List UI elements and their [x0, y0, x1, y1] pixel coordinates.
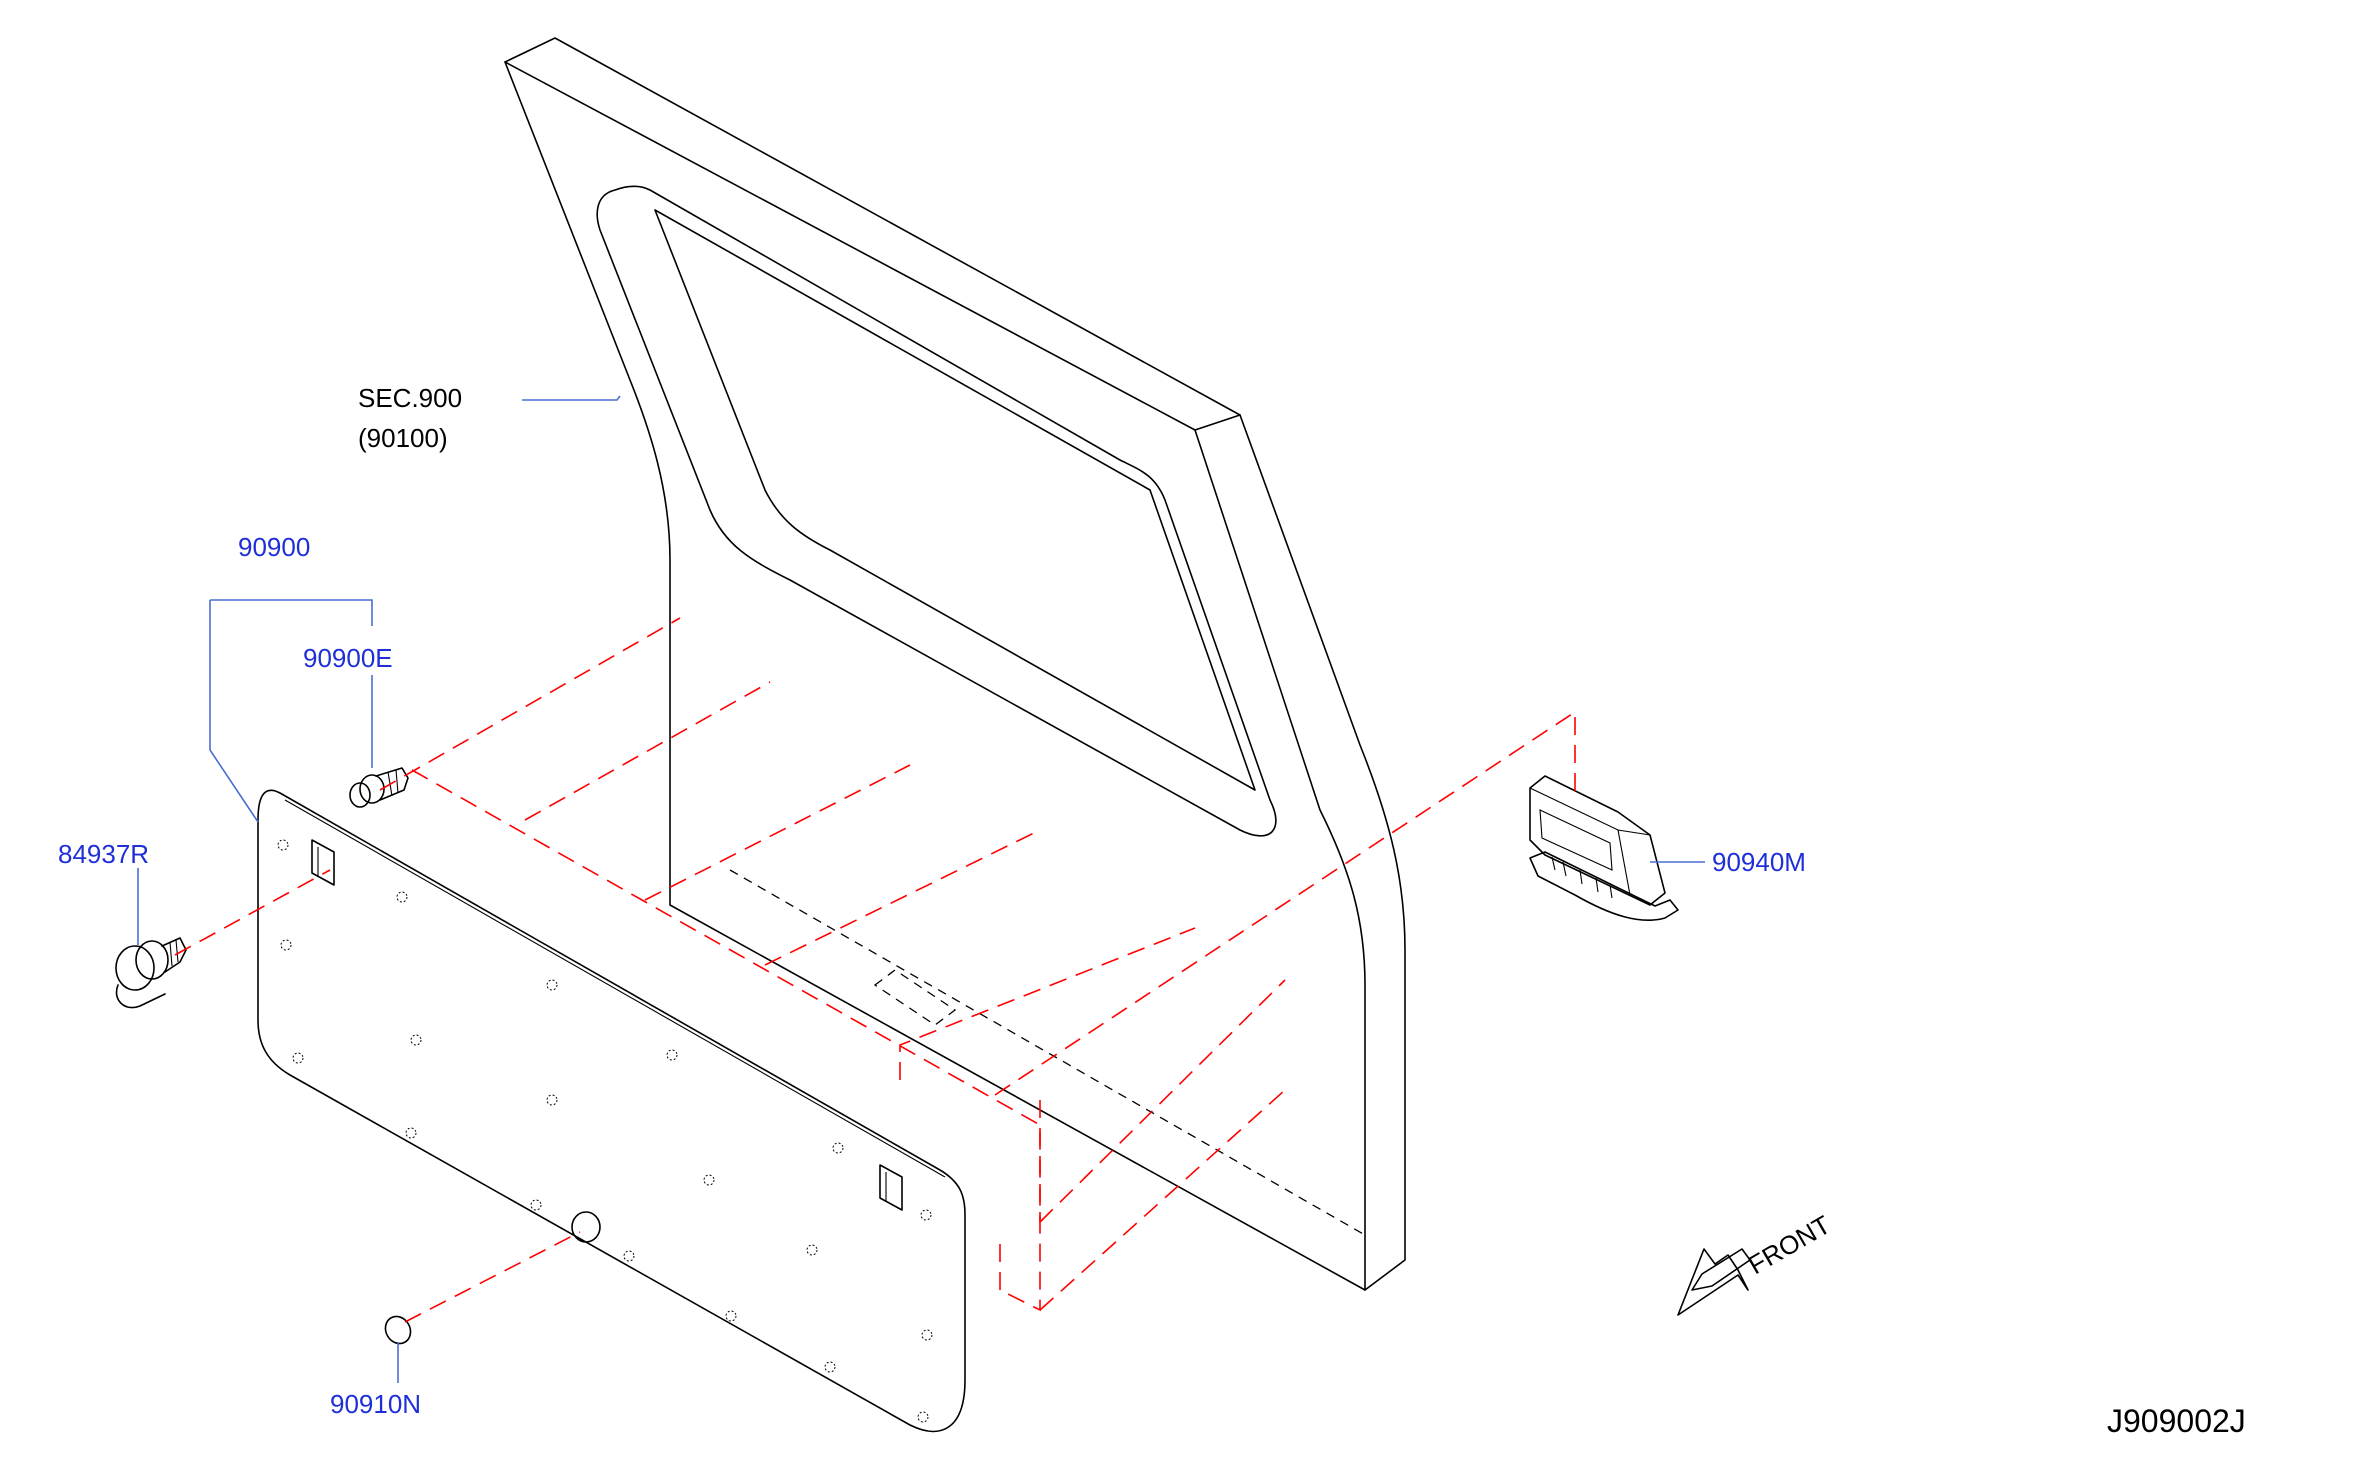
front-indicator: FRONT	[1677, 1209, 1836, 1316]
diagram-reference-code: J909002J	[2107, 1403, 2246, 1439]
finisher-hole-marks	[277, 839, 933, 1423]
assembly-guide-lines	[174, 617, 1576, 1323]
part-label-90900[interactable]: 90900	[238, 532, 310, 562]
leader-lines	[137, 395, 1705, 1383]
section-ref-part-label: (90100)	[358, 423, 448, 453]
clip-84937r	[115, 937, 187, 1009]
part-label-90910n[interactable]: 90910N	[330, 1389, 421, 1419]
part-label-90940m[interactable]: 90940M	[1712, 847, 1806, 877]
clip-90900e	[349, 767, 409, 808]
back-door-panel	[504, 37, 1406, 1291]
emblem-90910n	[384, 1315, 412, 1345]
arrow-down-left-icon	[1677, 1248, 1751, 1316]
finisher-panel	[257, 789, 966, 1433]
part-label-90900e[interactable]: 90900E	[303, 643, 393, 673]
emblem-90940m	[1529, 775, 1679, 922]
section-ref-label: SEC.900	[358, 383, 462, 413]
front-indicator-label: FRONT	[1743, 1209, 1836, 1280]
part-label-84937r[interactable]: 84937R	[58, 839, 149, 869]
